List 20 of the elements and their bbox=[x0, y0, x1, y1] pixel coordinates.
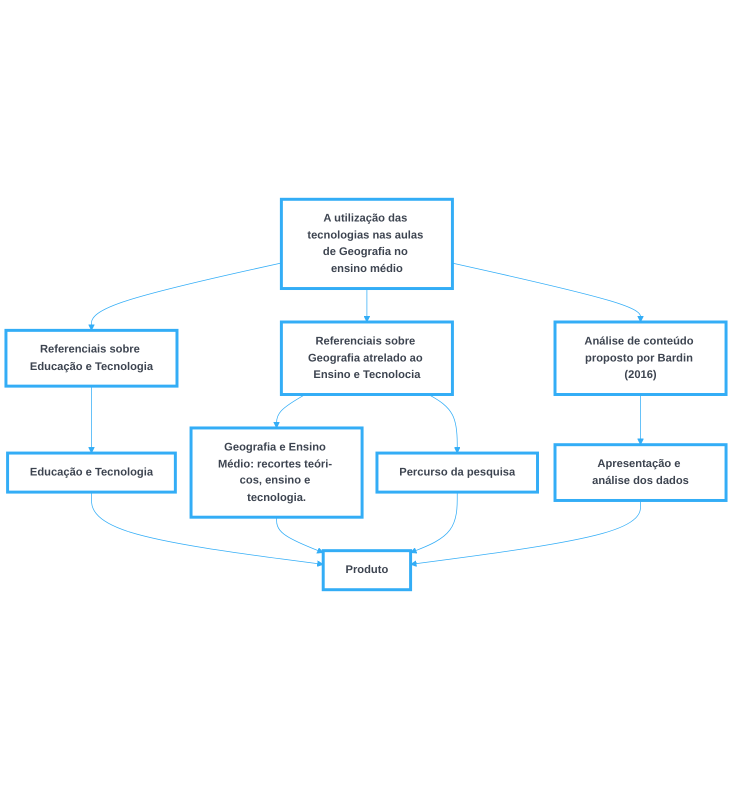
node-box: Apresentação e análise dos dados bbox=[554, 443, 728, 502]
arrow bbox=[637, 394, 644, 445]
node-box: Geografia e Ensino Médio: recortes teóri- cos, ensino e tecnologia. bbox=[190, 426, 364, 519]
arrow bbox=[273, 394, 306, 428]
node-box: Análise de conteúdo proposto por Bardin (2016) bbox=[554, 320, 728, 396]
node-box: Referenciais sobre Educação e Tecnologia bbox=[4, 328, 178, 388]
node-box: Educação e Tecnologia bbox=[6, 452, 177, 494]
node-box: Percurso da pesquisa bbox=[375, 452, 539, 494]
arrow bbox=[91, 492, 324, 567]
arrow bbox=[410, 492, 458, 554]
node-box: Produto bbox=[322, 549, 412, 592]
node-box: A utilização das tecnologias nas aulas de Geografia no ensino médio bbox=[280, 198, 454, 290]
arrow bbox=[452, 262, 644, 322]
arrow bbox=[410, 500, 641, 567]
arrow bbox=[364, 288, 370, 322]
arrow bbox=[276, 516, 324, 554]
arrow bbox=[428, 394, 460, 454]
arrow bbox=[88, 386, 95, 454]
arrow bbox=[88, 262, 282, 331]
node-box: Referenciais sobre Geografia atrelado ao Ensino e Tecnolocia bbox=[280, 320, 454, 396]
